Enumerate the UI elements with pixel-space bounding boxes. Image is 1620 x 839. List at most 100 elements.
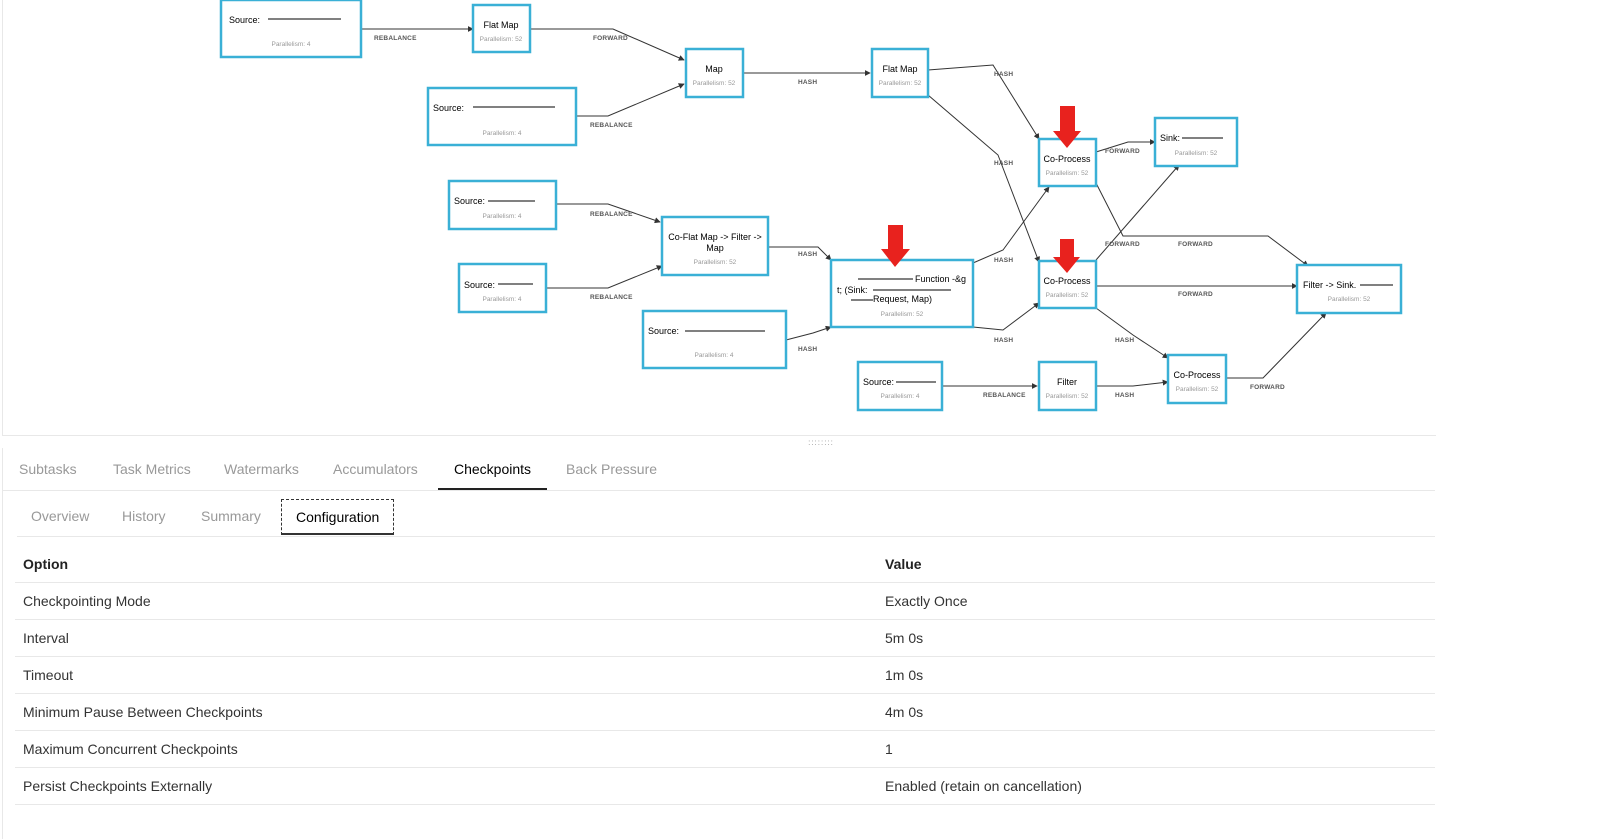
panel-resize-handle[interactable]: :::::::: xyxy=(808,438,834,447)
edge-label: HASH xyxy=(798,346,817,353)
edge-coproc1-filtersink xyxy=(1095,182,1309,267)
svg-text:Source:: Source: xyxy=(454,196,485,206)
job-graph[interactable]: REBALANCE FORWARD REBALANCE HASH HASH HA… xyxy=(3,0,1437,436)
edge-label: HASH xyxy=(994,337,1013,344)
svg-text:Map: Map xyxy=(705,64,723,74)
edge-coflatmap-func xyxy=(768,246,832,261)
node-filter-sink[interactable]: Filter -> Sink. Parallelism: 52 xyxy=(1295,263,1403,315)
option-cell: Persist Checkpoints Externally xyxy=(15,767,875,805)
svg-text:Parallelism: 52: Parallelism: 52 xyxy=(1176,386,1219,393)
edge-coproc2-sink1 xyxy=(1095,164,1180,261)
tab-watermarks[interactable]: Watermarks xyxy=(224,461,299,477)
value-cell: 4m 0s xyxy=(875,693,1435,731)
table-row: Interval 5m 0s xyxy=(15,619,1435,657)
table-row: Maximum Concurrent Checkpoints 1 xyxy=(15,730,1435,768)
vertex-detail-panel: Subtasks Task Metrics Watermarks Accumul… xyxy=(2,448,1436,839)
edge-label: FORWARD xyxy=(1105,148,1140,155)
value-cell: 1 xyxy=(875,730,1435,768)
node-map-1[interactable]: Map Parallelism: 52 xyxy=(684,47,745,99)
option-cell: Minimum Pause Between Checkpoints xyxy=(15,693,875,731)
svg-text:Parallelism: 52: Parallelism: 52 xyxy=(1046,292,1089,299)
red-arrow-down-icon xyxy=(1053,239,1080,273)
edge-label: REBALANCE xyxy=(374,35,417,42)
job-graph-canvas[interactable]: REBALANCE FORWARD REBALANCE HASH HASH HA… xyxy=(2,0,1436,436)
node-source-3[interactable]: Source: Parallelism: 4 xyxy=(447,179,558,231)
svg-text:Parallelism: 52: Parallelism: 52 xyxy=(1046,393,1089,400)
node-source-2[interactable]: Source: Parallelism: 4 xyxy=(426,86,578,147)
edge-label: REBALANCE xyxy=(590,294,633,301)
svg-text:Filter -> Sink.: Filter -> Sink. xyxy=(1303,280,1356,290)
node-co-flat-map-filter-map[interactable]: Co-Flat Map -> Filter -> Map Parallelism… xyxy=(660,215,770,277)
svg-text:Source:: Source: xyxy=(863,377,894,387)
node-source-1[interactable]: Source: Parallelism: 4 xyxy=(219,0,363,59)
value-cell: 1m 0s xyxy=(875,656,1435,694)
node-function-sink[interactable]: Function -&g t; (Sink: Request, Map) Par… xyxy=(829,258,975,329)
table-header-row: Option Value xyxy=(15,546,1435,583)
node-source-4[interactable]: Source: Parallelism: 4 xyxy=(457,262,548,314)
svg-text:Co-Process: Co-Process xyxy=(1043,276,1091,286)
tab-subtasks[interactable]: Subtasks xyxy=(19,461,77,477)
table-row: Timeout 1m 0s xyxy=(15,656,1435,694)
svg-text:Parallelism: 52: Parallelism: 52 xyxy=(1328,296,1371,303)
subtab-overview[interactable]: Overview xyxy=(31,508,90,524)
edge-label: FORWARD xyxy=(1250,384,1285,391)
value-cell: 5m 0s xyxy=(875,619,1435,657)
svg-text:Source:: Source: xyxy=(648,326,679,336)
edge-flatmap2-coproc2 xyxy=(927,94,1040,263)
svg-text:Parallelism: 52: Parallelism: 52 xyxy=(693,80,736,87)
svg-text:Co-Process: Co-Process xyxy=(1043,154,1091,164)
node-sink-1[interactable]: Sink: Parallelism: 52 xyxy=(1153,116,1239,168)
subtab-summary[interactable]: Summary xyxy=(201,508,261,524)
subtab-history[interactable]: History xyxy=(122,508,166,524)
node-filter[interactable]: Filter Parallelism: 52 xyxy=(1037,360,1098,412)
svg-text:Flat Map: Flat Map xyxy=(483,20,518,30)
svg-text:Parallelism: 52: Parallelism: 52 xyxy=(881,311,924,318)
svg-text:Co-Flat Map -> Filter ->: Co-Flat Map -> Filter -> xyxy=(668,232,762,242)
svg-text:Parallelism: 4: Parallelism: 4 xyxy=(482,296,521,303)
red-arrow-down-icon xyxy=(881,225,910,267)
edge-func-coproc2 xyxy=(972,302,1040,331)
value-cell: Exactly Once xyxy=(875,582,1435,620)
svg-text:Co-Process: Co-Process xyxy=(1173,370,1221,380)
svg-text:Parallelism: 52: Parallelism: 52 xyxy=(879,80,922,87)
edge-label: HASH xyxy=(994,160,1013,167)
node-flat-map-1[interactable]: Flat Map Parallelism: 52 xyxy=(471,3,532,54)
subtab-configuration[interactable]: Configuration xyxy=(281,499,395,535)
svg-text:Parallelism: 52: Parallelism: 52 xyxy=(1046,170,1089,177)
svg-text:Flat Map: Flat Map xyxy=(882,64,917,74)
edge-coproc3-filtersink xyxy=(1226,312,1327,379)
table-row: Persist Checkpoints Externally Enabled (… xyxy=(15,767,1435,805)
svg-text:Function -&g: Function -&g xyxy=(915,274,966,284)
tab-task-metrics[interactable]: Task Metrics xyxy=(113,461,191,477)
edge-label: HASH xyxy=(994,257,1013,264)
graph-edge-labels: REBALANCE FORWARD REBALANCE HASH HASH HA… xyxy=(374,35,1285,399)
svg-text:Request, Map): Request, Map) xyxy=(873,294,932,304)
svg-text:Parallelism: 4: Parallelism: 4 xyxy=(694,352,733,359)
edge-flatmap1-map1 xyxy=(530,28,685,61)
edge-label: FORWARD xyxy=(1105,241,1140,248)
table-row: Checkpointing Mode Exactly Once xyxy=(15,582,1435,620)
edge-label: HASH xyxy=(798,79,817,86)
svg-text:Parallelism: 4: Parallelism: 4 xyxy=(880,393,919,400)
node-flat-map-2[interactable]: Flat Map Parallelism: 52 xyxy=(870,47,930,99)
node-co-process-1[interactable]: Co-Process Parallelism: 52 xyxy=(1037,137,1098,188)
checkpoint-config-table: Option Value Checkpointing Mode Exactly … xyxy=(15,546,1435,805)
svg-text:Source:: Source: xyxy=(229,15,260,25)
edge-label: REBALANCE xyxy=(590,122,633,129)
node-source-6[interactable]: Source: Parallelism: 4 xyxy=(856,360,944,412)
node-source-5[interactable]: Source: Parallelism: 4 xyxy=(641,309,788,370)
tab-accumulators[interactable]: Accumulators xyxy=(333,461,418,477)
edge-label: HASH xyxy=(994,71,1013,78)
edge-label: HASH xyxy=(1115,337,1134,344)
tab-back-pressure[interactable]: Back Pressure xyxy=(566,461,658,477)
edge-filter-coproc3 xyxy=(1096,379,1169,387)
tab-checkpoints[interactable]: Checkpoints xyxy=(437,448,548,490)
option-cell: Maximum Concurrent Checkpoints xyxy=(15,730,875,768)
annotation-arrows xyxy=(881,106,1081,273)
svg-text:Parallelism: 4: Parallelism: 4 xyxy=(482,213,521,220)
node-co-process-3[interactable]: Co-Process Parallelism: 52 xyxy=(1166,353,1228,405)
option-cell: Checkpointing Mode xyxy=(15,582,875,620)
edge-coproc2-coproc3 xyxy=(1095,307,1169,359)
edge-flatmap2-coproc1 xyxy=(927,64,1040,140)
red-arrow-down-icon xyxy=(1053,106,1081,148)
